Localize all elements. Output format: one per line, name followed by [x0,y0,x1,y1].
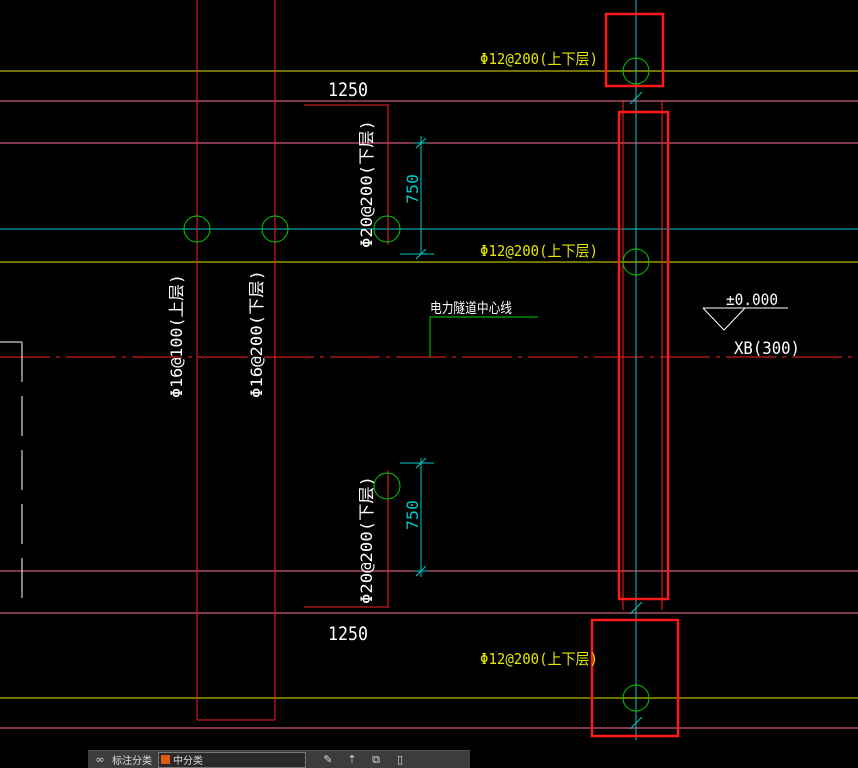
dimension-750-top: 750 [403,174,422,204]
rebar-circle-left-2 [261,215,289,243]
highlight-box-top [604,12,665,88]
rebar-circle-left-1 [183,215,211,243]
rebar-label-bottom: Φ12@200(上下层) [480,650,598,668]
rebar-circle-upper-mid [373,215,401,243]
dimension-750-bottom: 750 [403,500,422,530]
rebar-label-vertical-bottom: Φ20@200(下层) [357,476,376,604]
centerline-label: 电力隧道中心线 [430,301,512,317]
rebar-label-top: Φ12@200(上下层) [480,50,598,68]
copy-icon[interactable]: ⧉ [372,752,380,766]
elevation-symbol [702,307,788,331]
highlight-box-bottom [590,618,680,738]
dim-750-top-lines [400,136,434,260]
slab-tag-label: XB(300) [734,339,800,359]
rebar-circle-bottom-right [622,684,650,712]
layer-icon[interactable]: ∞ [95,753,105,766]
bottom-toolbar: ∞ 标注分类 中分类 ✎ ⇡ ⧉ ▯ [88,750,470,768]
rebar-label-left-2: Φ16@200(下层) [247,270,266,398]
rebar-circle-lower-mid [373,472,401,500]
layer-label: 标注分类 [112,756,152,767]
up-icon[interactable]: ⇡ [347,753,357,766]
highlight-box-middle [617,110,670,601]
elevation-label: ±0.000 [726,290,778,309]
delete-icon[interactable]: ▯ [396,753,404,766]
rebar-bracket-top [304,104,389,245]
dim-750-bottom-lines [400,457,434,577]
edit-icon[interactable]: ✎ [323,753,333,766]
dimension-top-1250: 1250 [328,79,368,101]
axis-ticks [629,91,643,730]
layer-color-swatch [161,755,170,764]
rebar-circle-top-right [622,57,650,85]
rebar-circle-mid-right [622,248,650,276]
layer-select-value: 中分类 [173,756,203,767]
rebar-label-vertical-top: Φ20@200(下层) [357,120,376,248]
rebar-bracket-bottom [304,470,389,608]
dimension-bottom-1250: 1250 [328,623,368,645]
centerline-leader [429,316,538,357]
rebar-label-left-1: Φ16@100(上层) [167,274,186,398]
layer-select[interactable]: 中分类 [158,751,306,768]
rebar-label-middle: Φ12@200(上下层) [480,242,598,260]
